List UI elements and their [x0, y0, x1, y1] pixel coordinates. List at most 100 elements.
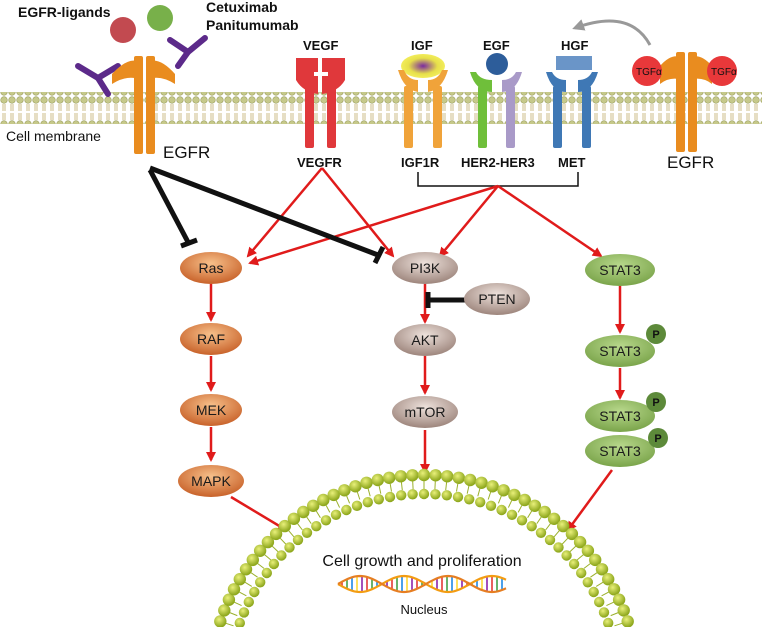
mek-label: MEK: [196, 402, 227, 418]
lipid-head: [430, 489, 441, 500]
lipid-head: [568, 558, 580, 570]
lipid-head: [311, 521, 322, 532]
lipid-tail: [306, 516, 312, 524]
cell-membrane-bilayer: [0, 92, 762, 124]
lipid-head: [330, 509, 342, 520]
lipid-head: [496, 504, 507, 516]
lipid-head: [485, 500, 497, 511]
lipid-head: [602, 573, 615, 586]
inhibition-lines: [147, 165, 468, 308]
lipid-tail: [225, 622, 234, 627]
activation-arrows: [206, 167, 625, 532]
pten-label: PTEN: [478, 291, 515, 307]
lipid-tail: [257, 563, 265, 569]
lipid-head: [287, 512, 301, 525]
lipid-head: [576, 567, 587, 579]
lipid-head: [327, 488, 340, 502]
stat3-dimer-bottom: [585, 435, 655, 467]
lipid-head: [516, 515, 528, 526]
lipid-head: [581, 544, 595, 557]
stat3-dimer-top: [585, 400, 655, 432]
lipid-head: [214, 615, 227, 627]
lipid-head: [475, 497, 486, 508]
lipid-head: [497, 484, 510, 497]
lipid-head: [383, 471, 396, 484]
lipid-head: [268, 558, 280, 570]
lipid-head: [249, 586, 260, 598]
lipid-head: [538, 505, 551, 519]
lipid-tail: [229, 612, 238, 617]
lipid-tail: [239, 591, 247, 597]
igf-label: IGF: [411, 38, 433, 53]
mek-node: [180, 394, 242, 426]
phosphate-icon: [646, 392, 666, 412]
lipid-head: [565, 527, 579, 541]
lipid-tail: [590, 572, 598, 578]
raf-node: [180, 323, 242, 355]
dna-icon: [337, 574, 507, 594]
lipid-head: [341, 504, 352, 516]
vegfr-label: VEGFR: [297, 155, 342, 170]
lipid-head: [234, 617, 245, 627]
ras-label: Ras: [199, 260, 224, 276]
lipid-head: [528, 499, 541, 512]
akt-label: AKT: [411, 332, 439, 348]
lipid-tail: [497, 495, 502, 504]
lipid-head: [612, 593, 626, 606]
egf-ligand-icon: [486, 53, 508, 75]
lipid-head: [594, 596, 605, 608]
lipid-head: [603, 617, 614, 627]
lipid-head: [486, 480, 499, 493]
lipid-head: [452, 491, 464, 503]
lipid-tail: [606, 601, 614, 607]
lipid-head: [617, 604, 630, 617]
egfr-ligand-icon: [147, 5, 173, 31]
lipid-head: [349, 480, 362, 493]
lipid-head: [508, 488, 521, 502]
lipid-tail: [244, 581, 253, 587]
lipid-head: [406, 469, 419, 482]
lipid-head: [407, 489, 418, 500]
mtor-label: mTOR: [405, 404, 446, 420]
igf1r-label: IGF1R: [401, 155, 440, 170]
lipid-head: [588, 586, 599, 598]
lipid-head: [297, 505, 310, 519]
lipid-head: [218, 604, 231, 617]
lipid-tail: [569, 545, 577, 553]
hgf-label: HGF: [561, 38, 589, 53]
lipid-head: [233, 573, 246, 586]
lipid-tail: [527, 510, 533, 519]
lipid-tail: [335, 500, 341, 508]
lipid-tail: [356, 491, 361, 500]
ras-node: [180, 252, 242, 284]
lipid-head: [417, 468, 431, 482]
egfr-left-label: EGFR: [163, 143, 210, 162]
lipid-head: [371, 473, 384, 487]
lipid-head: [239, 563, 253, 576]
lipid-head: [557, 519, 570, 533]
lipid-tail: [614, 622, 623, 627]
lipid-head: [582, 577, 593, 588]
lipid-tail: [250, 572, 258, 578]
lipid-head: [238, 607, 250, 618]
lipid-tail: [487, 491, 492, 500]
lipid-head: [394, 470, 407, 483]
lipid-head: [429, 469, 442, 482]
lipid-head: [547, 512, 561, 525]
lipid-head: [396, 490, 407, 501]
lipid-head: [621, 615, 634, 627]
phosphate-icon: [646, 324, 666, 344]
tgfa-ligand-icon: [632, 56, 662, 86]
lipid-head: [384, 491, 396, 503]
lipid-head: [441, 490, 452, 501]
lipid-head: [464, 494, 475, 505]
lipid-tail: [400, 482, 403, 491]
lipid-tail: [297, 523, 303, 531]
antibody-icon: [75, 63, 121, 97]
lipid-head: [360, 476, 373, 489]
mapk-label: MAPK: [191, 473, 231, 489]
lipid-tail: [234, 601, 242, 607]
lipid-head: [301, 527, 313, 538]
lipid-tail: [346, 495, 351, 504]
